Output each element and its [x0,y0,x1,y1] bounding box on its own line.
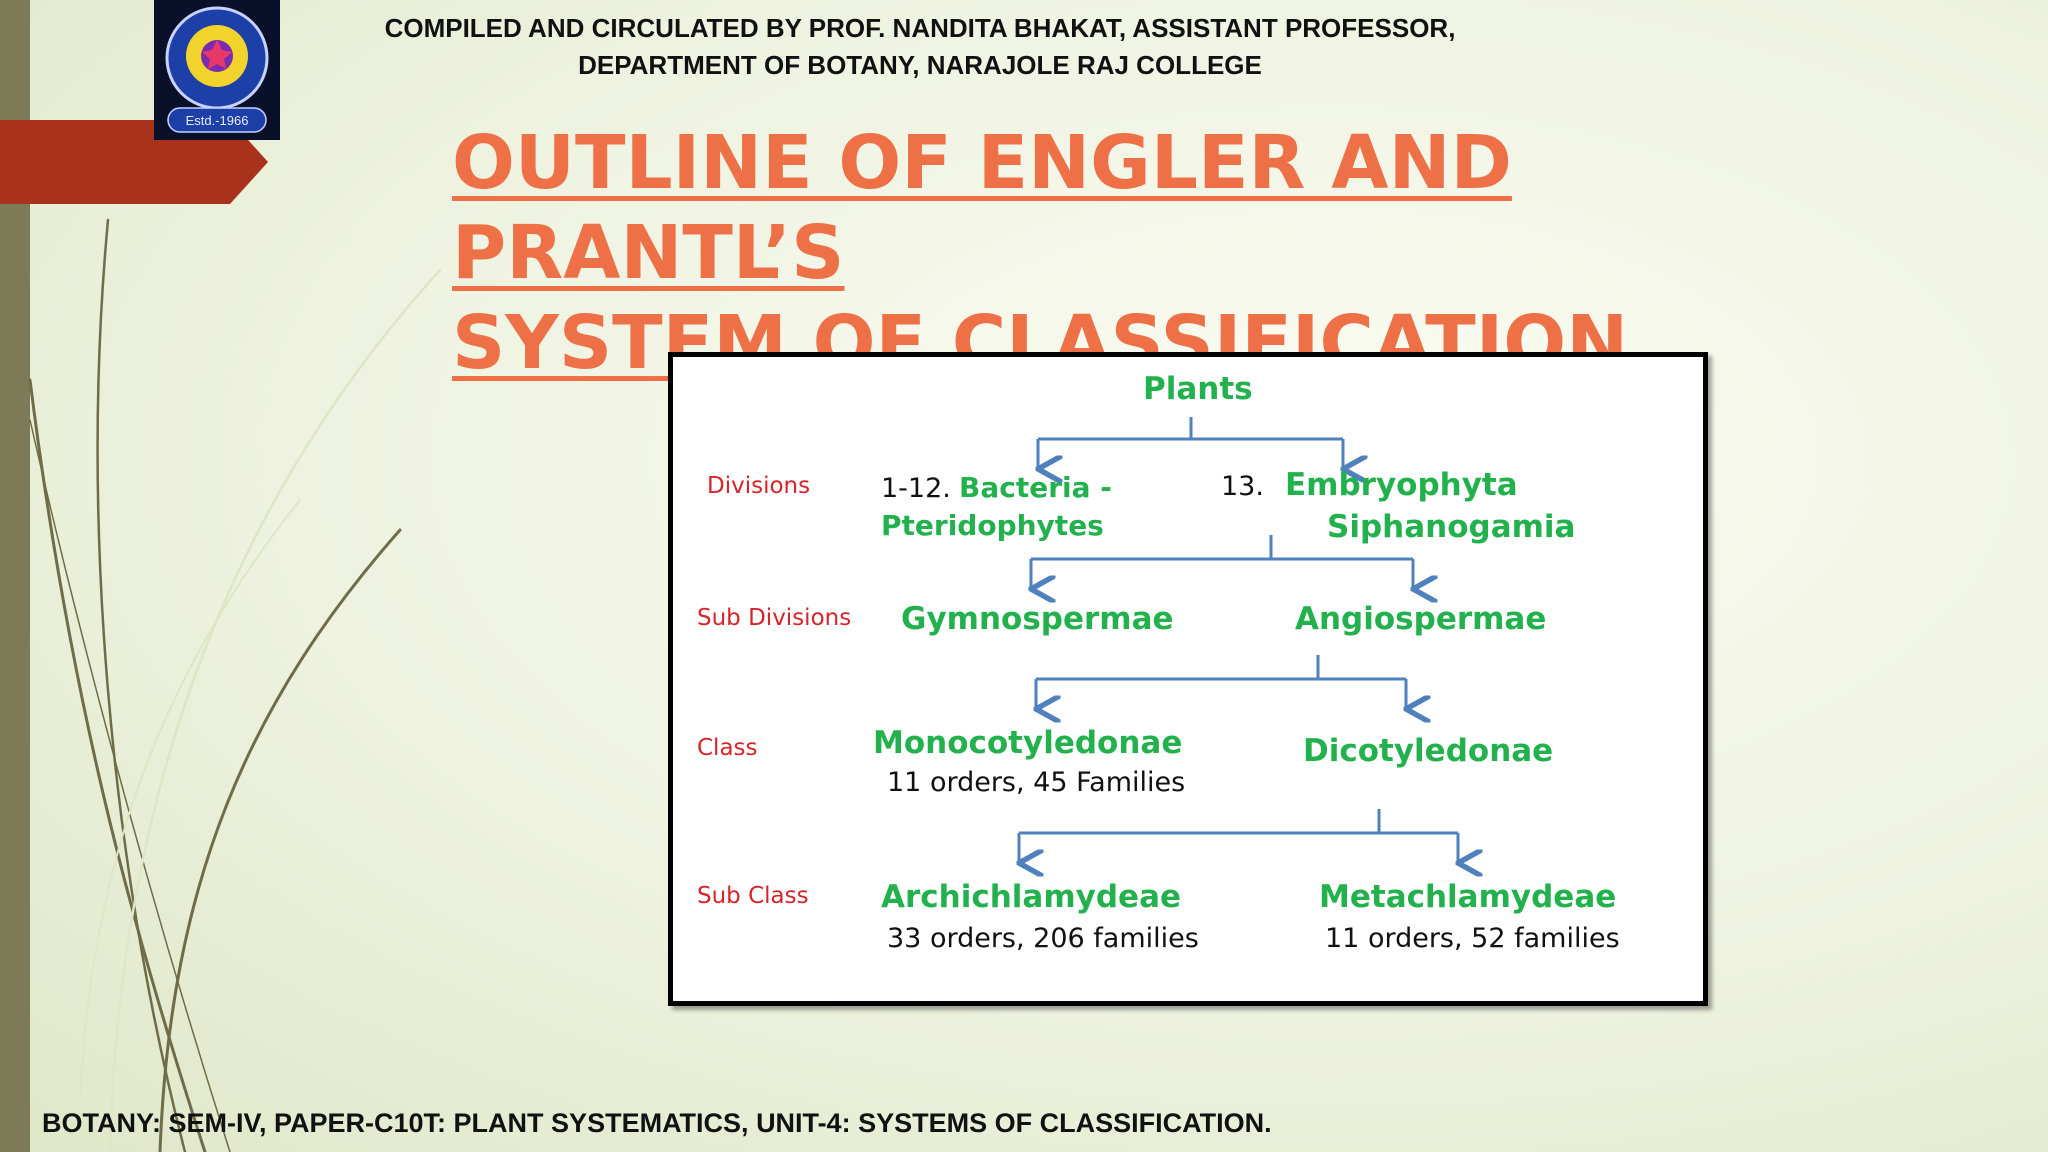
node-plants: Plants [1143,371,1253,407]
node-metachlamydeae: Metachlamydeae [1319,879,1617,915]
metachlamydeae-detail: 11 orders, 52 families [1325,923,1620,954]
connector-plants [1038,417,1343,441]
node-dicotyledonae: Dicotyledonae [1303,733,1554,769]
classification-diagram: Plants Divisions Sub Divisions Class Sub… [668,352,1708,1006]
logo-established: Estd.-1966 [185,113,249,128]
header-line-1: COMPILED AND CIRCULATED BY PROF. NANDITA… [384,13,1456,43]
level-divisions: Divisions [707,473,811,499]
level-subdivisions: Sub Divisions [697,605,852,631]
node-bacteria: Bacteria - [959,471,1112,504]
connector-dicotyledonae [1019,809,1458,835]
course-footer: BOTANY: SEM-IV, PAPER-C10T: PLANT SYSTEM… [42,1108,1272,1138]
node-embryophyta: Embryophyta [1285,467,1518,503]
node-siphanogamia: Siphanogamia [1327,509,1576,545]
division-right-number: 13. [1221,471,1264,502]
division-left-number: 1-12. [881,473,951,504]
archichlamydeae-detail: 33 orders, 206 families [887,923,1199,954]
compiler-header: COMPILED AND CIRCULATED BY PROF. NANDITA… [250,10,1590,84]
college-seal-icon [165,6,269,133]
level-subclass: Sub Class [697,883,809,909]
node-gymnospermae: Gymnospermae [901,601,1174,637]
node-angiospermae: Angiospermae [1295,601,1547,637]
level-class: Class [697,735,758,761]
title-line-1: OUTLINE OF ENGLER AND PRANTL’S [452,120,1512,296]
college-logo: Estd.-1966 [154,0,280,140]
connector-lines [673,417,1703,1001]
connector-embryophyta [1031,535,1413,561]
node-pteridophytes: Pteridophytes [881,509,1104,542]
node-archichlamydeae: Archichlamydeae [881,879,1182,915]
slide-title: OUTLINE OF ENGLER AND PRANTL’S SYSTEM OF… [452,118,1812,388]
node-monocotyledonae: Monocotyledonae [873,725,1183,761]
header-line-2: DEPARTMENT OF BOTANY, NARAJOLE RAJ COLLE… [578,50,1262,80]
monocotyledonae-detail: 11 orders, 45 Families [887,767,1186,798]
connector-angiospermae [1036,655,1406,681]
